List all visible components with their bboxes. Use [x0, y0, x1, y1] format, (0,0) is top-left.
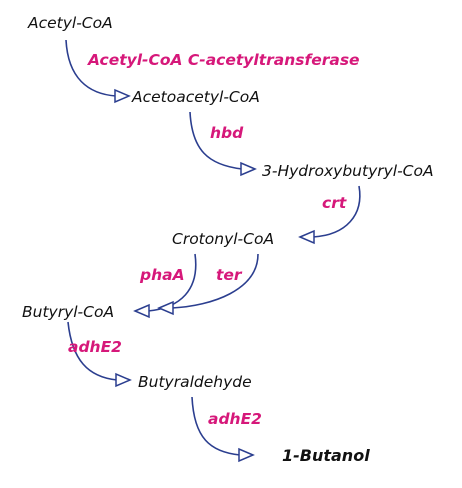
enzyme-ter: ter — [216, 266, 243, 284]
reaction-arrows — [65, 39, 361, 463]
product-butanol: 1-Butanol — [282, 446, 370, 465]
metabolite-hydroxybutyryl-coa: 3-Hydroxybutyryl-CoA — [262, 162, 434, 180]
enzyme-phaa: phaA — [139, 266, 185, 284]
arrowhead-acetoacetyl — [114, 88, 131, 104]
arrowhead-butanol — [238, 447, 255, 463]
metabolite-butyraldehyde: Butyraldehyde — [138, 373, 252, 391]
arrow-crotonyl-to-butyryl-pha — [147, 253, 197, 312]
arrow-hydroxybutyryl-to-crotonyl — [312, 185, 361, 238]
arrowhead-butyryl-ter — [157, 300, 174, 316]
arrow-crotonyl-to-butyryl-ter — [171, 253, 259, 309]
metabolite-acetyl-coa: Acetyl-CoA — [27, 14, 113, 32]
arrowhead-hydroxybutyryl — [240, 161, 257, 177]
arrow-butyryl-to-butyraldehyde — [67, 321, 118, 381]
metabolite-crotonyl-coa: Crotonyl-CoA — [172, 230, 274, 248]
enzyme-adhe2-first: adhE2 — [68, 338, 122, 356]
metabolite-butyryl-coa: Butyryl-CoA — [22, 303, 114, 321]
arrowhead-butyraldehyde — [115, 372, 132, 388]
enzyme-crt: crt — [322, 194, 347, 212]
enzyme-acetyltransferase: Acetyl-CoA C-acetyltransferase — [87, 51, 360, 69]
enzyme-adhe2-second: adhE2 — [208, 410, 262, 428]
arrow-acetyl-to-acetoacetyl — [65, 39, 117, 97]
arrow-butyraldehyde-to-butanol — [191, 396, 241, 456]
arrowhead-crotonyl — [298, 229, 315, 245]
enzyme-hbd: hbd — [210, 124, 244, 142]
arrowhead-butyryl-pha — [133, 303, 150, 319]
metabolite-acetoacetyl-coa: Acetoacetyl-CoA — [131, 88, 260, 106]
arrow-acetoacetyl-to-hydroxybutyryl — [189, 111, 243, 170]
